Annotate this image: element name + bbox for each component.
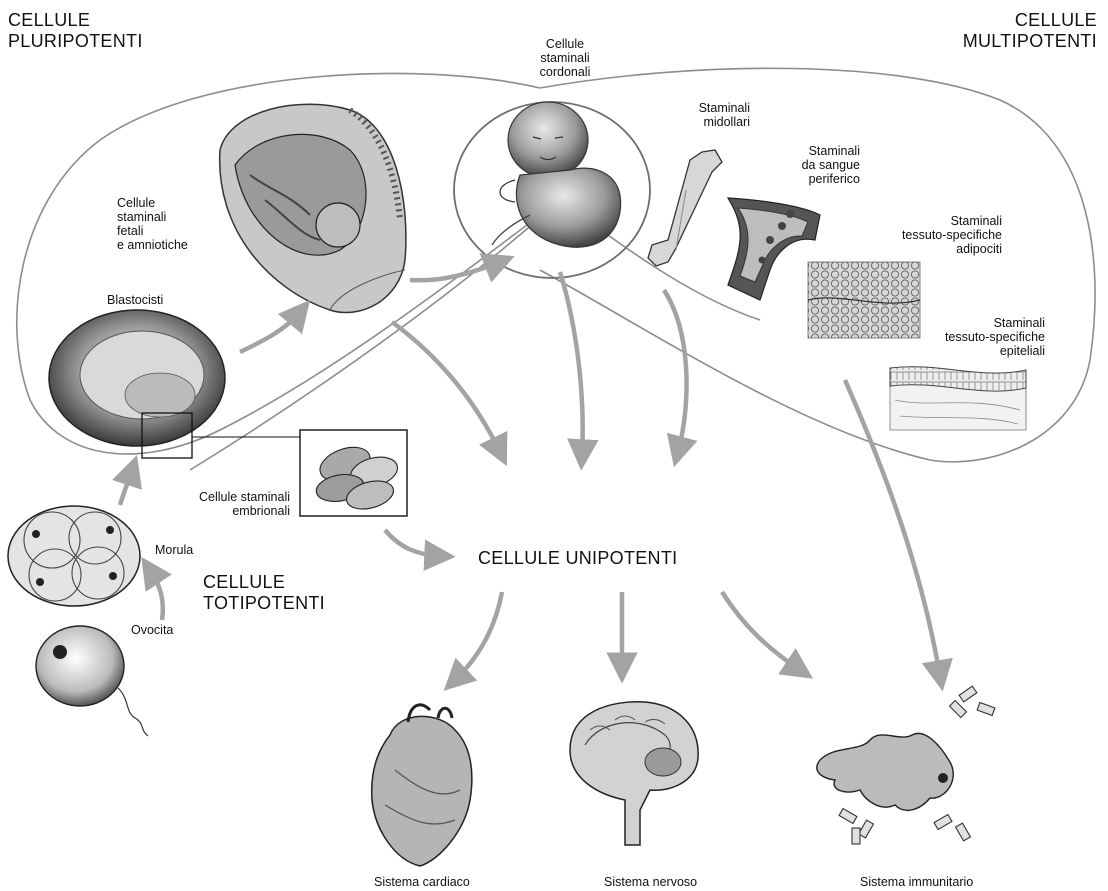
heart-icon [372, 705, 472, 866]
arrow-newborn-to-unipotent [560, 272, 583, 455]
morula-label: Morula [155, 543, 193, 557]
sistema-immunitario-label: Sistema immunitario [860, 875, 973, 889]
bone-icon [648, 150, 722, 266]
arrow-embryonic-to-unipotent [385, 530, 440, 556]
embryonic-cells-icon [300, 430, 407, 516]
adipociti-label: Staminali tessuto-specifiche adipociti [840, 214, 1002, 256]
sangue-periferico-label: Staminali da sangue periferico [760, 144, 860, 186]
sistema-cardiaco-label: Sistema cardiaco [374, 875, 470, 889]
blastocisti-label: Blastocisti [107, 293, 163, 307]
cordonali-label: Cellule staminali cordonali [515, 37, 615, 79]
morula-icon [8, 506, 140, 606]
arrow-fetus-to-newborn [410, 262, 500, 280]
totipotent-group-label: CELLULE TOTIPOTENTI [203, 572, 325, 614]
ovocita-label: Ovocita [131, 623, 173, 637]
immune-cells-icon [817, 686, 995, 844]
arrow-morula-to-blastocyst [120, 470, 132, 505]
arrow-bone-to-unipotent [664, 290, 687, 452]
brain-icon [570, 702, 698, 845]
arrow-blastocyst-to-fetus [240, 312, 300, 352]
arrow-oocyte-to-morula [150, 570, 163, 620]
fetali-amniotiche-label: Cellule staminali fetali e amniotiche [117, 196, 188, 252]
sistema-nervoso-label: Sistema nervoso [604, 875, 697, 889]
epiteliali-label: Staminali tessuto-specifiche epiteliali [875, 316, 1045, 358]
arrow-unipotent-to-heart [455, 592, 502, 680]
embrionali-label: Cellule staminali embrionali [150, 490, 290, 518]
fetus-in-womb-icon [220, 104, 406, 312]
arrow-unipotent-to-immune [722, 592, 800, 670]
epithelial-tissue-icon [890, 367, 1026, 430]
oocyte-icon [36, 626, 148, 736]
blastocyst-icon [49, 310, 225, 446]
multipotent-group-label: CELLULE MULTIPOTENTI [890, 10, 1097, 52]
arrow-fetus-to-unipotent [392, 322, 500, 452]
blood-vessel-icon [728, 198, 820, 300]
newborn-icon [492, 102, 621, 247]
midollari-label: Staminali midollari [650, 101, 750, 129]
unipotent-group-label: CELLULE UNIPOTENTI [478, 548, 677, 569]
pluripotent-group-label: CELLULE PLURIPOTENTI [8, 10, 143, 52]
